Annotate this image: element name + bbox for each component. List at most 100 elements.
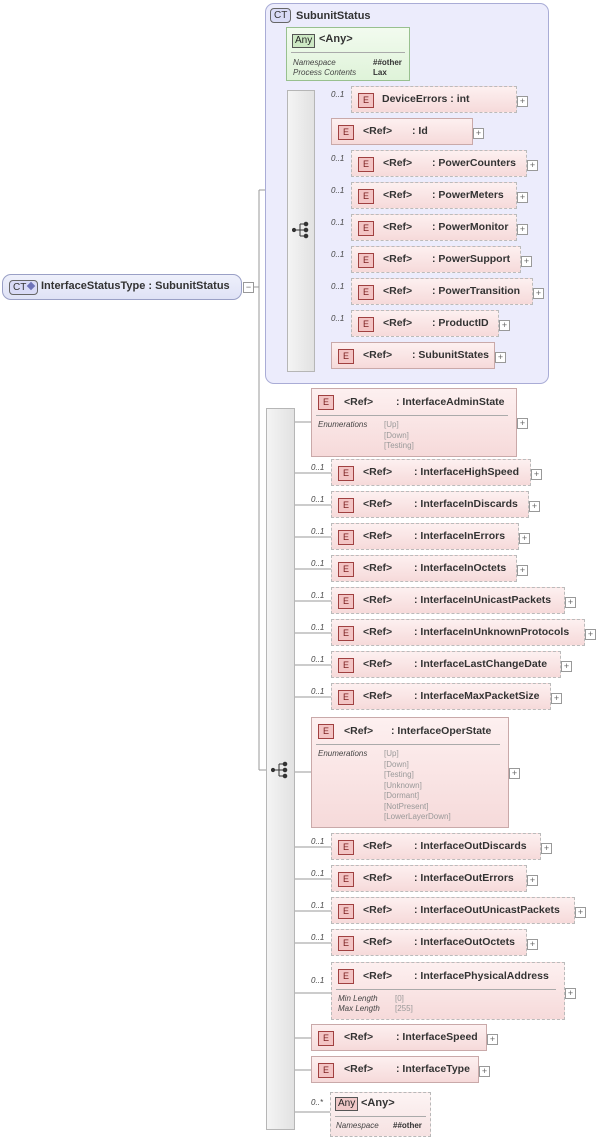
element-badge: E — [358, 253, 374, 268]
enumeration-value: [Unknown] — [384, 780, 422, 790]
ct-diamond-icon — [27, 281, 36, 291]
element-box[interactable]: E<Ref>: SubunitStates — [331, 342, 495, 369]
element-name: : InterfaceInErrors — [414, 530, 506, 542]
element-name: : PowerMonitor — [432, 221, 509, 233]
element-box[interactable]: E<Ref>: PowerMeters — [351, 182, 517, 209]
expand-button[interactable]: + — [551, 693, 562, 704]
expand-button[interactable]: + — [527, 875, 538, 886]
root-type-label: InterfaceStatusType : SubunitStatus — [41, 280, 230, 292]
element-box[interactable]: E <Ref> : InterfaceInUnknownProtocols — [331, 619, 585, 646]
expand-button[interactable]: + — [509, 768, 520, 779]
sequence-compositor-icon — [292, 221, 309, 239]
process-contents-value: Lax — [373, 68, 387, 77]
occurrence-label: 0..1 — [331, 186, 345, 195]
enumeration-value: [Up] — [384, 420, 399, 429]
expand-button[interactable]: + — [487, 1034, 498, 1045]
element-ref: <Ref> — [363, 936, 393, 948]
expand-button[interactable]: + — [499, 320, 510, 331]
expand-button[interactable]: + — [565, 988, 576, 999]
element-ref: <Ref> — [363, 466, 393, 478]
element-ref: <Ref> — [363, 626, 393, 638]
expand-button[interactable]: + — [479, 1066, 490, 1077]
element-badge: E — [338, 626, 354, 641]
element-ref: <Ref> — [383, 221, 413, 233]
element-badge: E — [318, 1063, 334, 1078]
element-box[interactable]: E<Ref>: InterfaceInOctets — [331, 555, 517, 582]
collapse-root-button[interactable]: − — [243, 282, 254, 293]
element-box[interactable]: E<Ref>: InterfaceOutDiscards — [331, 833, 541, 860]
element-box[interactable]: E<Ref>: InterfaceInDiscards — [331, 491, 529, 518]
max-length-label: Max Length — [338, 1004, 380, 1013]
occurrence-label: 0..1 — [331, 250, 345, 259]
element-box[interactable]: E <Ref> : InterfaceHighSpeed — [331, 459, 531, 486]
expand-button[interactable]: + — [517, 565, 528, 576]
expand-button[interactable]: + — [533, 288, 544, 299]
element-box[interactable]: E<Ref>: PowerMonitor — [351, 214, 517, 241]
element-box[interactable]: E<Ref>: ProductID — [351, 310, 499, 337]
divider — [335, 1116, 426, 1117]
divider — [316, 744, 500, 745]
expand-button[interactable]: + — [561, 661, 572, 672]
element-badge: E — [318, 395, 334, 410]
expand-button[interactable]: + — [565, 597, 576, 608]
occurrence-label: 0..1 — [311, 901, 325, 910]
element-ref: <Ref> — [383, 253, 413, 265]
expand-button[interactable]: + — [531, 469, 542, 480]
divider — [316, 415, 508, 416]
occurrence-label: 0..1 — [311, 687, 325, 696]
element-box[interactable]: E<Ref>: InterfaceInErrors — [331, 523, 519, 550]
element-ref: <Ref> — [363, 658, 393, 670]
element-badge: E — [338, 125, 354, 140]
element-badge: E — [338, 466, 354, 481]
element-interface-physical-address[interactable]: E <Ref> : InterfacePhysicalAddress Min L… — [331, 962, 565, 1020]
element-interface-admin-state[interactable]: E <Ref> : InterfaceAdminState Enumeratio… — [311, 388, 517, 457]
element-box[interactable]: E<Ref>: InterfaceSpeed — [311, 1024, 487, 1051]
element-box[interactable]: E<Ref>: InterfaceInUnicastPackets — [331, 587, 565, 614]
element-box[interactable]: E<Ref>: InterfaceOutErrors — [331, 865, 527, 892]
expand-button[interactable]: + — [527, 160, 538, 171]
expand-button[interactable]: + — [541, 843, 552, 854]
expand-button[interactable]: + — [517, 192, 528, 203]
expand-button[interactable]: + — [575, 907, 586, 918]
element-box[interactable]: E<Ref>: Id — [331, 118, 473, 145]
element-name: : InterfaceLastChangeDate — [414, 658, 548, 670]
expand-button[interactable]: + — [521, 256, 532, 267]
element-box[interactable]: E<Ref>: PowerTransition — [351, 278, 533, 305]
any-title: <Any> — [319, 33, 353, 45]
element-name: : InterfaceHighSpeed — [414, 466, 520, 478]
element-name: : InterfaceOutOctets — [414, 936, 515, 948]
element-interface-oper-state[interactable]: E <Ref> : InterfaceOperState Enumeration… — [311, 717, 509, 828]
expand-button[interactable]: + — [517, 224, 528, 235]
element-name: : InterfaceInUnknownProtocols — [414, 626, 570, 638]
expand-button[interactable]: + — [517, 418, 528, 429]
element-box[interactable]: E<Ref>: PowerSupport — [351, 246, 521, 273]
element-name: : InterfaceSpeed — [396, 1031, 478, 1043]
expand-button[interactable]: + — [473, 128, 484, 139]
element-name: : PowerTransition — [432, 285, 521, 297]
element-box[interactable]: E<Ref>: InterfaceMaxPacketSize — [331, 683, 551, 710]
expand-button[interactable]: + — [527, 939, 538, 950]
main-sequence-bar — [266, 408, 295, 1130]
element-badge: E — [338, 690, 354, 705]
divider — [336, 989, 556, 990]
element-box[interactable]: E<Ref>: InterfaceOutUnicastPackets — [331, 897, 575, 924]
element-name: : InterfaceInOctets — [414, 562, 507, 574]
expand-button[interactable]: + — [517, 96, 528, 107]
expand-button[interactable]: + — [519, 533, 530, 544]
min-length-label: Min Length — [338, 994, 378, 1003]
element-box[interactable]: E<Ref>: InterfaceOutOctets — [331, 929, 527, 956]
element-box[interactable]: E<Ref>: InterfaceLastChangeDate — [331, 651, 561, 678]
expand-button[interactable]: + — [529, 501, 540, 512]
element-box[interactable]: E<Ref>: PowerCounters — [351, 150, 527, 177]
expand-button[interactable]: + — [585, 629, 596, 640]
occurrence-label: 0..1 — [331, 314, 345, 323]
element-ref: <Ref> — [363, 349, 393, 361]
element-box[interactable]: E<Ref>: InterfaceType — [311, 1056, 479, 1083]
occurrence-label: 0..1 — [331, 282, 345, 291]
root-complex-type[interactable]: CT InterfaceStatusType : SubunitStatus — [2, 274, 242, 300]
element-ref: <Ref> — [363, 125, 393, 137]
enumeration-value: [Up] — [384, 749, 399, 758]
enumeration-value: [Down] — [384, 759, 409, 769]
expand-button[interactable]: + — [495, 352, 506, 363]
